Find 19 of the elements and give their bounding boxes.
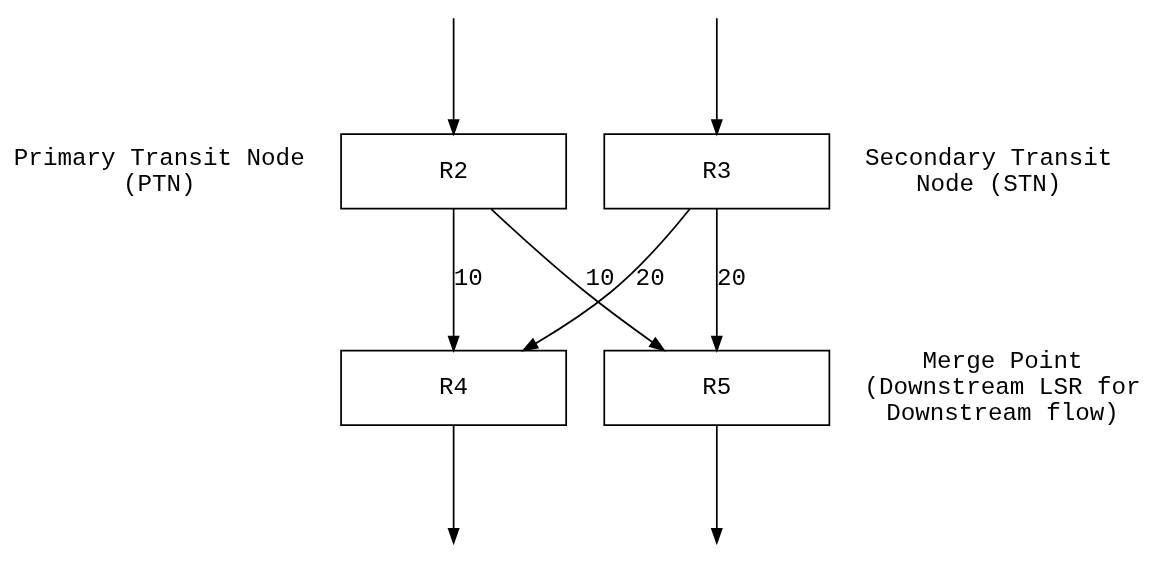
edge-label: 10 [453,265,483,293]
arrow [447,207,460,353]
node-box: R5 [603,349,831,426]
arrow [521,208,691,352]
arrow [710,207,723,353]
arrow [710,424,723,546]
edge-label: 20 [635,265,665,293]
arrow [447,17,460,137]
edge-label: 10 [585,265,615,293]
arrow [710,17,723,137]
arrow [490,208,667,352]
node-box: R3 [603,133,831,210]
node-box: R4 [340,349,568,426]
node-label: Secondary Transit Node (STN) [865,144,1113,198]
node-box: R2 [340,133,568,210]
arrow [447,424,460,546]
node-label: Primary Transit Node (PTN) [13,144,305,198]
node-label: Merge Point (Downstream LSR for Downstream flow) [864,348,1141,428]
edge-label: 20 [716,265,747,293]
